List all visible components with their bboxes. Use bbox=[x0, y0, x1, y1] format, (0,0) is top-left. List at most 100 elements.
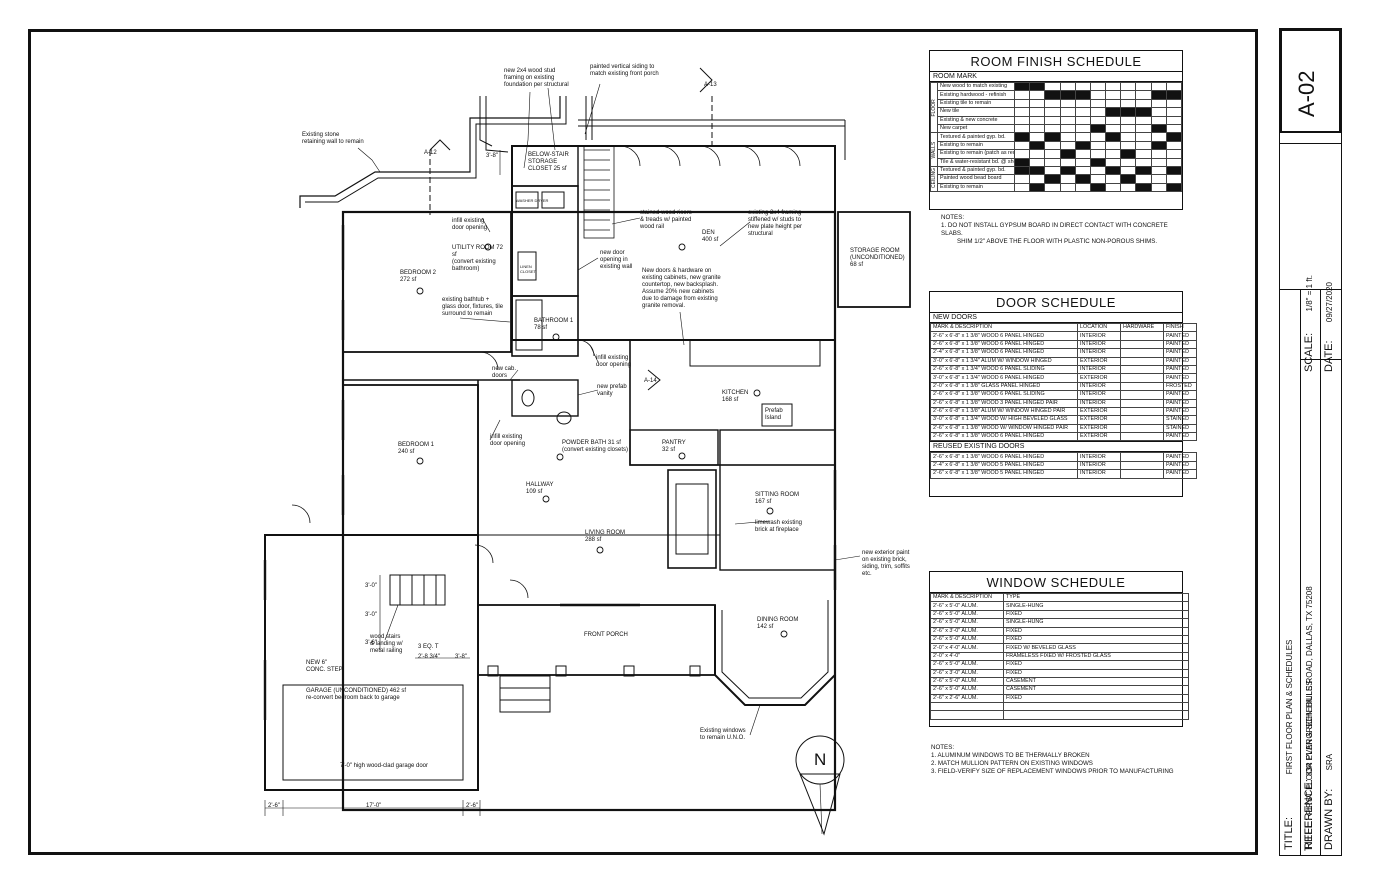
room-finish-cell bbox=[1044, 123, 1061, 134]
room-finish-cell bbox=[1105, 90, 1122, 100]
dim-17: 17'-0" bbox=[366, 803, 382, 809]
table-cell bbox=[1003, 702, 1189, 712]
section-a13: A-13 bbox=[704, 82, 717, 88]
table-row: 2'-6" x 6'-8" x 1 3/8" WOOD 6 PANEL HING… bbox=[930, 331, 1197, 341]
note-den-framing: existing 2x4 framing stiffened w/ studs … bbox=[748, 210, 803, 237]
room-finish-row: Painted wood bead board bbox=[931, 174, 1183, 184]
table-row: 2'-6" x 6'-8" x 1 3/8" WOOD 6 PANEL HING… bbox=[930, 339, 1197, 350]
room-finish-notes: NOTES: 1. DO NOT INSTALL GYPSUM BOARD IN… bbox=[941, 214, 1168, 245]
room-finish-cell bbox=[1120, 115, 1137, 125]
table-cell: 3'-0" x 6'-8" x 1 3/4" WOOD 6 PANEL HING… bbox=[930, 373, 1078, 383]
room-finish-cell bbox=[1089, 132, 1107, 142]
north-arrow-icon bbox=[795, 735, 845, 836]
room-finish-item: Existing to remain bbox=[937, 182, 1015, 193]
table-cell: 2'-6" x 5'-0" ALUM. bbox=[930, 618, 1004, 628]
table-cell: FRAMELESS FIXED W/ FROSTED GLASS bbox=[1003, 651, 1189, 662]
room-label-front-porch: FRONT PORCH bbox=[584, 632, 628, 638]
table-cell: EXTERIOR bbox=[1077, 356, 1121, 366]
dim-d: 3'-0" bbox=[365, 612, 377, 618]
room-finish-cell bbox=[1120, 107, 1137, 117]
table-row: 3'-0" x 6'-8" x 1 3/4" ALUM W/ WINDOW HI… bbox=[930, 356, 1197, 366]
scale-line: SCALE: 1/8" = 1 ft. bbox=[1303, 275, 1315, 372]
table-header-cell: MARK & DESCRIPTION bbox=[930, 322, 1078, 333]
note-prefab-vanity: new prefab vanity bbox=[597, 384, 627, 397]
room-finish-cell bbox=[1150, 98, 1167, 109]
table-cell: INTERIOR bbox=[1077, 331, 1121, 341]
table-cell bbox=[1120, 373, 1164, 383]
room-finish-cell bbox=[1135, 90, 1152, 100]
table-cell: PAINTED bbox=[1163, 348, 1197, 358]
room-finish-cell bbox=[1150, 140, 1167, 151]
room-finish-cell bbox=[1120, 98, 1137, 109]
note-bathtub: existing bathtub + glass door, fixtures,… bbox=[442, 297, 504, 317]
note-existing-windows: Existing windows to remain U.N.O. bbox=[700, 728, 746, 741]
room-finish-cell bbox=[1120, 140, 1137, 151]
room-finish-cell bbox=[1013, 174, 1031, 184]
table-cell: PAINTED bbox=[1163, 373, 1197, 383]
table-cell bbox=[1120, 398, 1164, 408]
room-finish-cell bbox=[1135, 132, 1152, 142]
room-finish-cell bbox=[1013, 149, 1031, 159]
room-finish-cell bbox=[1013, 123, 1031, 134]
room-finish-cell bbox=[1044, 107, 1061, 117]
room-finish-item: New carpet bbox=[937, 123, 1015, 134]
room-finish-cell bbox=[1165, 132, 1183, 142]
room-finish-cell bbox=[1059, 149, 1076, 159]
room-finish-cell bbox=[1120, 90, 1137, 100]
table-header-cell: MARK & DESCRIPTION bbox=[930, 592, 1004, 603]
room-finish-cell bbox=[1044, 81, 1061, 92]
table-cell: PAINTED bbox=[1163, 460, 1197, 471]
table-cell: 2'-6" x 5'-0" ALUM. bbox=[930, 609, 1004, 620]
room-finish-cell bbox=[1029, 98, 1046, 109]
room-label-storage: STORAGE ROOM(UNCONDITIONED) 68 sf bbox=[850, 248, 905, 268]
note-retaining-wall: Existing stone retaining wall to remain bbox=[302, 132, 364, 145]
table-cell bbox=[1120, 460, 1164, 471]
table-cell: EXTERIOR bbox=[1077, 432, 1121, 442]
table-cell: 2'-6" x 5'-0" ALUM. bbox=[930, 634, 1004, 645]
room-finish-cell bbox=[1135, 165, 1152, 176]
table-cell: PAINTED bbox=[1163, 398, 1197, 408]
room-finish-cell bbox=[1029, 90, 1046, 100]
table-header-cell: FINISH bbox=[1163, 322, 1197, 333]
section-a12: A-12 bbox=[424, 150, 437, 156]
table-cell: PAINTED bbox=[1163, 390, 1197, 400]
room-finish-cell bbox=[1044, 90, 1061, 100]
note-eq: 3 EQ. T bbox=[418, 644, 439, 650]
room-finish-cell bbox=[1105, 81, 1122, 92]
room-finish-item: Textured & painted gyp. bd. bbox=[937, 165, 1015, 176]
room-finish-cell bbox=[1074, 115, 1091, 125]
table-cell: FIXED bbox=[1003, 693, 1189, 704]
room-finish-cell bbox=[1150, 165, 1167, 176]
table-cell: 2'-6" x 6'-8" x 1 3/8" WOOD W/ WINDOW HI… bbox=[930, 423, 1078, 434]
room-finish-cell bbox=[1105, 157, 1122, 167]
room-finish-cell bbox=[1059, 123, 1076, 134]
room-finish-cell bbox=[1074, 140, 1091, 151]
door-new-label: NEW DOORS bbox=[930, 313, 1182, 323]
room-finish-cell bbox=[1059, 115, 1076, 125]
room-finish-cell bbox=[1029, 182, 1046, 193]
room-finish-cell bbox=[1044, 140, 1061, 151]
table-cell: INTERIOR bbox=[1077, 469, 1121, 479]
room-finish-cell bbox=[1105, 165, 1122, 176]
table-cell: 2'-6" x 5'-0" ALUM. bbox=[930, 685, 1004, 695]
note-eq-dim: 2'-8 3/4" bbox=[418, 654, 440, 660]
table-cell: FIXED bbox=[1003, 626, 1189, 636]
note-conc-step: NEW 6" CONC. STEP bbox=[306, 660, 343, 673]
room-finish-cell bbox=[1105, 107, 1122, 117]
room-finish-cell bbox=[1089, 123, 1107, 134]
table-cell: 2'-4" x 6'-8" x 1 3/8" WOOD 6 PANEL HING… bbox=[930, 348, 1078, 358]
table-cell: FIXED bbox=[1003, 668, 1189, 678]
window-notes: NOTES: 1. ALUMINUM WINDOWS TO BE THERMAL… bbox=[931, 744, 1174, 775]
date-line: DATE: 09/27/2020 bbox=[1323, 282, 1335, 372]
room-finish-cell bbox=[1013, 157, 1031, 167]
door-schedule: DOOR SCHEDULE NEW DOORS MARK & DESCRIPTI… bbox=[929, 291, 1197, 497]
table-cell: PAINTED bbox=[1163, 469, 1197, 479]
note-washer: WASHER DRYER bbox=[516, 198, 549, 203]
table-cell bbox=[1120, 452, 1164, 462]
room-finish-cell bbox=[1135, 182, 1152, 193]
room-finish-cell bbox=[1059, 107, 1076, 117]
room-finish-cell bbox=[1059, 81, 1076, 92]
